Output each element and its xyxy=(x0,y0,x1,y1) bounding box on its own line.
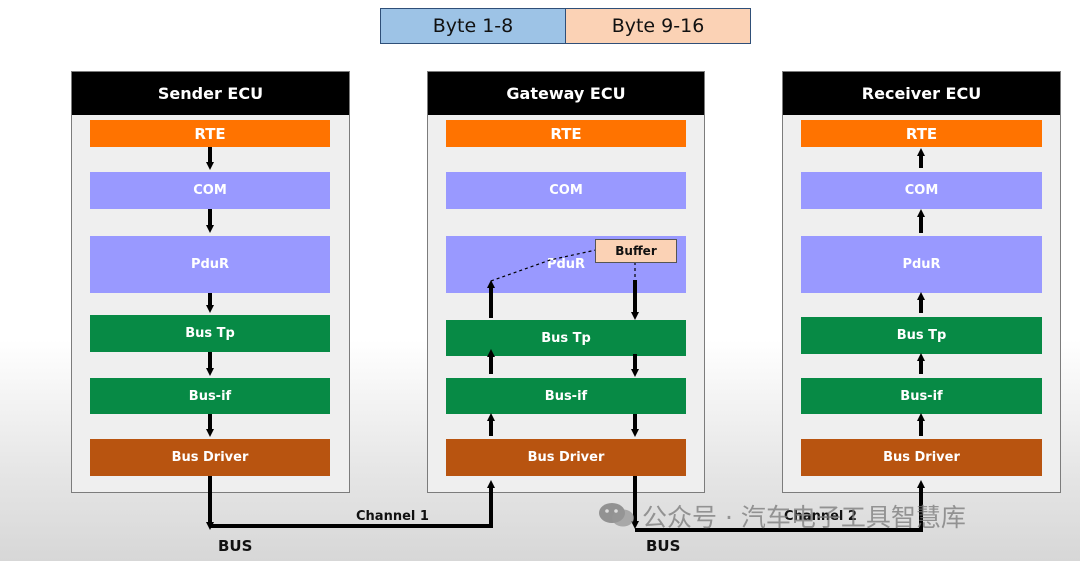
bus-label-left: BUS xyxy=(218,537,253,555)
gateway-bus-driver-layer: Bus Driver xyxy=(446,439,686,476)
receiver-bus-if-layer: Bus-if xyxy=(801,378,1042,414)
receiver-rte-layer: RTE xyxy=(801,120,1042,147)
bus-lines xyxy=(206,476,925,532)
sender-bus-driver-layer: Bus Driver xyxy=(90,439,330,476)
buffer-link-left xyxy=(490,249,597,282)
gateway-arrows xyxy=(487,280,639,437)
sender-bus-if-layer: Bus-if xyxy=(90,378,330,414)
receiver-bus-driver-layer: Bus Driver xyxy=(801,439,1042,476)
receiver-ecu-title: Receiver ECU xyxy=(783,72,1060,115)
wechat-icon xyxy=(599,503,634,527)
gateway-bus-if-layer: Bus-if xyxy=(446,378,686,414)
sender-pdur-layer: PduR xyxy=(90,236,330,293)
channel-1-line xyxy=(210,480,495,528)
receiver-pdur-layer: PduR xyxy=(801,236,1042,293)
gateway-buffer-box: Buffer xyxy=(595,239,677,263)
watermark-text: 公众号 · 汽车电子工具智慧库 xyxy=(642,503,966,532)
gateway-bus-tp-layer: Bus Tp xyxy=(446,320,686,356)
buffer-dashed-links xyxy=(490,249,636,282)
legend-byte-1-8: Byte 1-8 xyxy=(380,8,566,44)
channel-2-line xyxy=(635,480,925,532)
sender-bus-tp-layer: Bus Tp xyxy=(90,315,330,352)
receiver-ecu: Receiver ECU RTE COM PduR Bus Tp Bus-if … xyxy=(782,71,1061,493)
sender-ecu-title: Sender ECU xyxy=(72,72,349,115)
gateway-ecu: Gateway ECU RTE COM PduR Bus Tp Bus-if B… xyxy=(427,71,705,493)
sender-rte-layer: RTE xyxy=(90,120,330,147)
sender-com-layer: COM xyxy=(90,172,330,209)
legend-byte-9-16: Byte 9-16 xyxy=(565,8,751,44)
receiver-com-layer: COM xyxy=(801,172,1042,209)
channel-2-label: Channel 2 xyxy=(784,509,857,524)
receiver-bus-tp-layer: Bus Tp xyxy=(801,317,1042,354)
bus-label-right: BUS xyxy=(646,537,681,555)
gateway-ecu-title: Gateway ECU xyxy=(428,72,704,115)
gateway-rte-layer: RTE xyxy=(446,120,686,147)
gateway-com-layer: COM xyxy=(446,172,686,209)
channel-1-label: Channel 1 xyxy=(356,509,429,524)
